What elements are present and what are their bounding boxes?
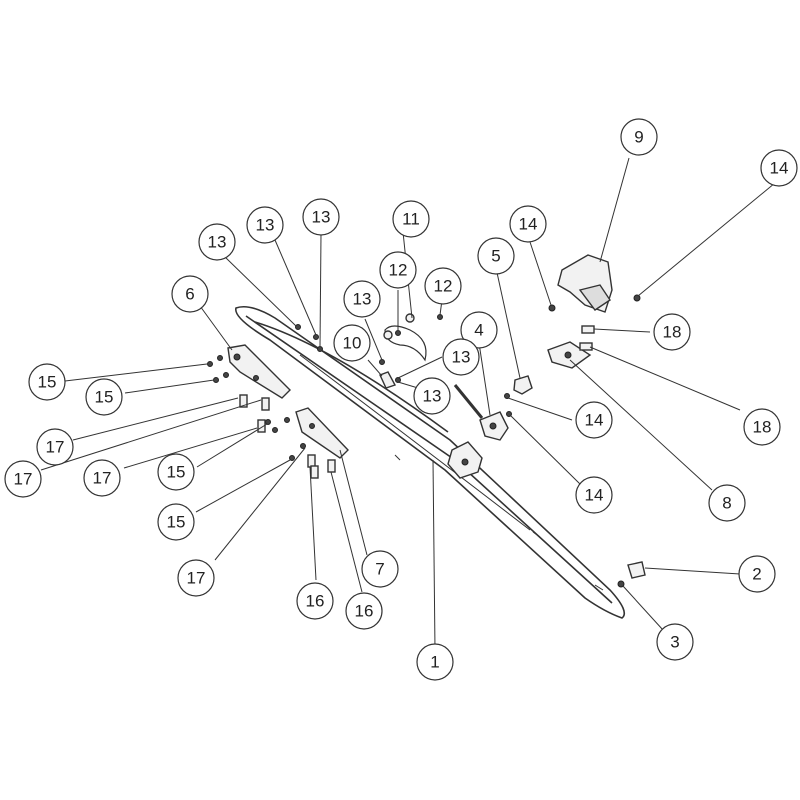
svg-text:7: 7 xyxy=(375,560,384,579)
callout-12a: 12 xyxy=(379,251,417,289)
svg-text:15: 15 xyxy=(167,513,186,532)
svg-text:15: 15 xyxy=(38,373,57,392)
callout-15b: 15 xyxy=(85,378,123,416)
svg-text:16: 16 xyxy=(355,602,374,621)
svg-text:18: 18 xyxy=(753,418,772,437)
svg-text:3: 3 xyxy=(670,633,679,652)
callout-17b: 17 xyxy=(4,460,42,498)
svg-text:11: 11 xyxy=(402,210,420,229)
callout-18b: 18 xyxy=(743,408,781,446)
callout-12b: 12 xyxy=(424,267,462,305)
callout-17d: 17 xyxy=(177,559,215,597)
callout-7: 7 xyxy=(361,550,399,588)
parts-2-3 xyxy=(617,561,646,588)
callout-14d: 14 xyxy=(575,476,613,514)
callout-6: 6 xyxy=(171,275,209,313)
svg-text:17: 17 xyxy=(187,569,206,588)
svg-text:17: 17 xyxy=(93,469,112,488)
callout-2: 2 xyxy=(738,555,776,593)
svg-text:13: 13 xyxy=(312,208,331,227)
callout-16a: 16 xyxy=(296,582,334,620)
callout-13e: 13 xyxy=(442,338,480,376)
part-9-cover xyxy=(557,254,613,313)
svg-text:5: 5 xyxy=(491,247,500,266)
svg-text:17: 17 xyxy=(46,438,65,457)
callout-4: 4 xyxy=(460,311,498,349)
svg-text:9: 9 xyxy=(634,128,643,147)
main-frame xyxy=(235,305,626,619)
callouts: 1 2 3 4 5 6 7 8 9 10 11 12 12 13 13 13 1… xyxy=(4,118,798,681)
callout-15d: 15 xyxy=(157,503,195,541)
part-7-right-hinge xyxy=(295,407,349,459)
svg-text:1: 1 xyxy=(430,653,439,672)
svg-text:15: 15 xyxy=(95,388,114,407)
svg-text:13: 13 xyxy=(423,387,442,406)
svg-text:14: 14 xyxy=(519,215,538,234)
part-6-left-hinge xyxy=(227,344,291,399)
callout-15a: 15 xyxy=(28,363,66,401)
bolts-16-17 xyxy=(239,394,336,479)
svg-text:6: 6 xyxy=(185,285,194,304)
callout-16b: 16 xyxy=(345,592,383,630)
svg-text:12: 12 xyxy=(434,277,453,296)
callout-8: 8 xyxy=(708,484,746,522)
callout-17c: 17 xyxy=(83,459,121,497)
svg-text:4: 4 xyxy=(474,321,483,340)
callout-13b: 13 xyxy=(246,206,284,244)
callout-14c: 14 xyxy=(575,401,613,439)
callout-14b: 14 xyxy=(509,205,547,243)
svg-text:13: 13 xyxy=(208,233,227,252)
callout-14a: 14 xyxy=(760,149,798,187)
part-4-bracket xyxy=(453,384,509,441)
svg-text:16: 16 xyxy=(306,592,325,611)
svg-text:13: 13 xyxy=(452,348,471,367)
callout-13a: 13 xyxy=(198,223,236,261)
svg-text:8: 8 xyxy=(722,494,731,513)
svg-text:10: 10 xyxy=(343,334,362,353)
callout-18a: 18 xyxy=(653,313,691,351)
callout-11: 11 xyxy=(392,200,430,238)
svg-text:13: 13 xyxy=(256,216,275,235)
callout-9: 9 xyxy=(620,118,658,156)
callout-1: 1 xyxy=(416,643,454,681)
svg-text:14: 14 xyxy=(585,486,604,505)
part-18-screws xyxy=(579,325,595,351)
callout-5: 5 xyxy=(477,237,515,275)
svg-text:17: 17 xyxy=(14,470,33,489)
svg-text:14: 14 xyxy=(770,159,789,178)
callout-17a: 17 xyxy=(36,428,74,466)
callout-15c: 15 xyxy=(157,453,195,491)
svg-text:18: 18 xyxy=(663,323,682,342)
svg-text:12: 12 xyxy=(389,261,408,280)
callout-13d: 13 xyxy=(343,280,381,318)
small-hardware xyxy=(207,294,641,461)
callout-10: 10 xyxy=(333,324,371,362)
part-11-cable xyxy=(383,313,427,362)
callout-13c: 13 xyxy=(302,198,340,236)
callout-13f: 13 xyxy=(413,377,451,415)
center-bracket xyxy=(447,441,483,479)
svg-text:15: 15 xyxy=(167,463,186,482)
svg-text:2: 2 xyxy=(752,565,761,584)
callout-3: 3 xyxy=(656,623,694,661)
svg-text:13: 13 xyxy=(353,290,372,309)
part-5-clip xyxy=(513,375,533,395)
svg-text:14: 14 xyxy=(585,411,604,430)
